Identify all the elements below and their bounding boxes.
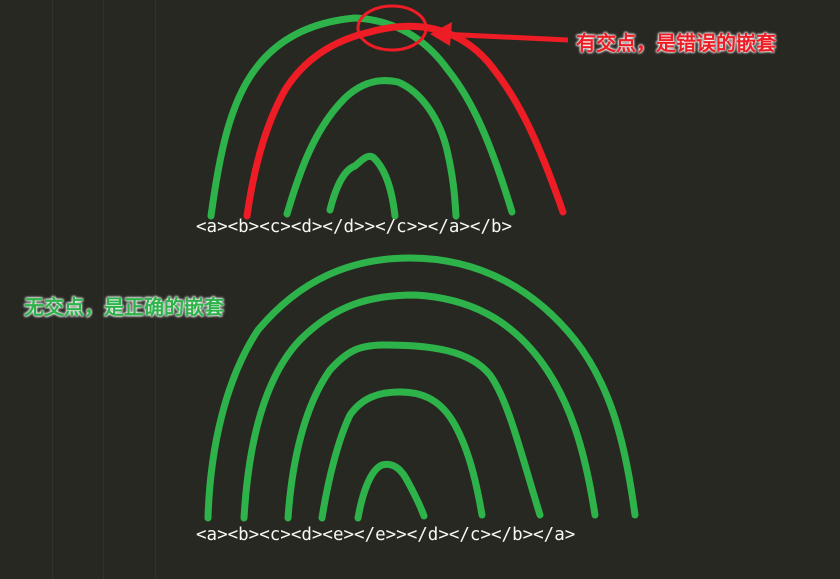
arrow-head-icon — [430, 22, 452, 46]
wrong-nesting-code: <a><b><c><d></d>></c>></a></b> — [196, 217, 513, 237]
arc-b-outer — [240, 291, 599, 522]
indent-guide — [155, 0, 156, 579]
arc-c-outer — [284, 341, 544, 522]
wrong-nesting-note: 有交点，是错误的嵌套 — [576, 31, 776, 55]
arc-d-outer — [318, 388, 486, 522]
arc-b — [243, 22, 567, 220]
correct-nesting-code: <a><b><c><d><e></e>></d></c></b></a> — [196, 525, 576, 545]
indent-guide — [52, 0, 53, 579]
arc-a — [207, 14, 516, 220]
correct-nesting-note: 无交点，是正确的嵌套 — [24, 295, 224, 319]
intersection-arrow-shaft — [439, 31, 569, 43]
wrong-nesting-diagram — [207, 4, 569, 220]
arc-a-outer — [204, 254, 639, 522]
correct-nesting-diagram — [204, 254, 639, 522]
arc-e-outer — [354, 460, 428, 522]
arc-d — [326, 152, 399, 220]
indent-guide — [103, 0, 104, 579]
intersection-circle — [356, 4, 428, 52]
arc-c — [283, 77, 460, 220]
